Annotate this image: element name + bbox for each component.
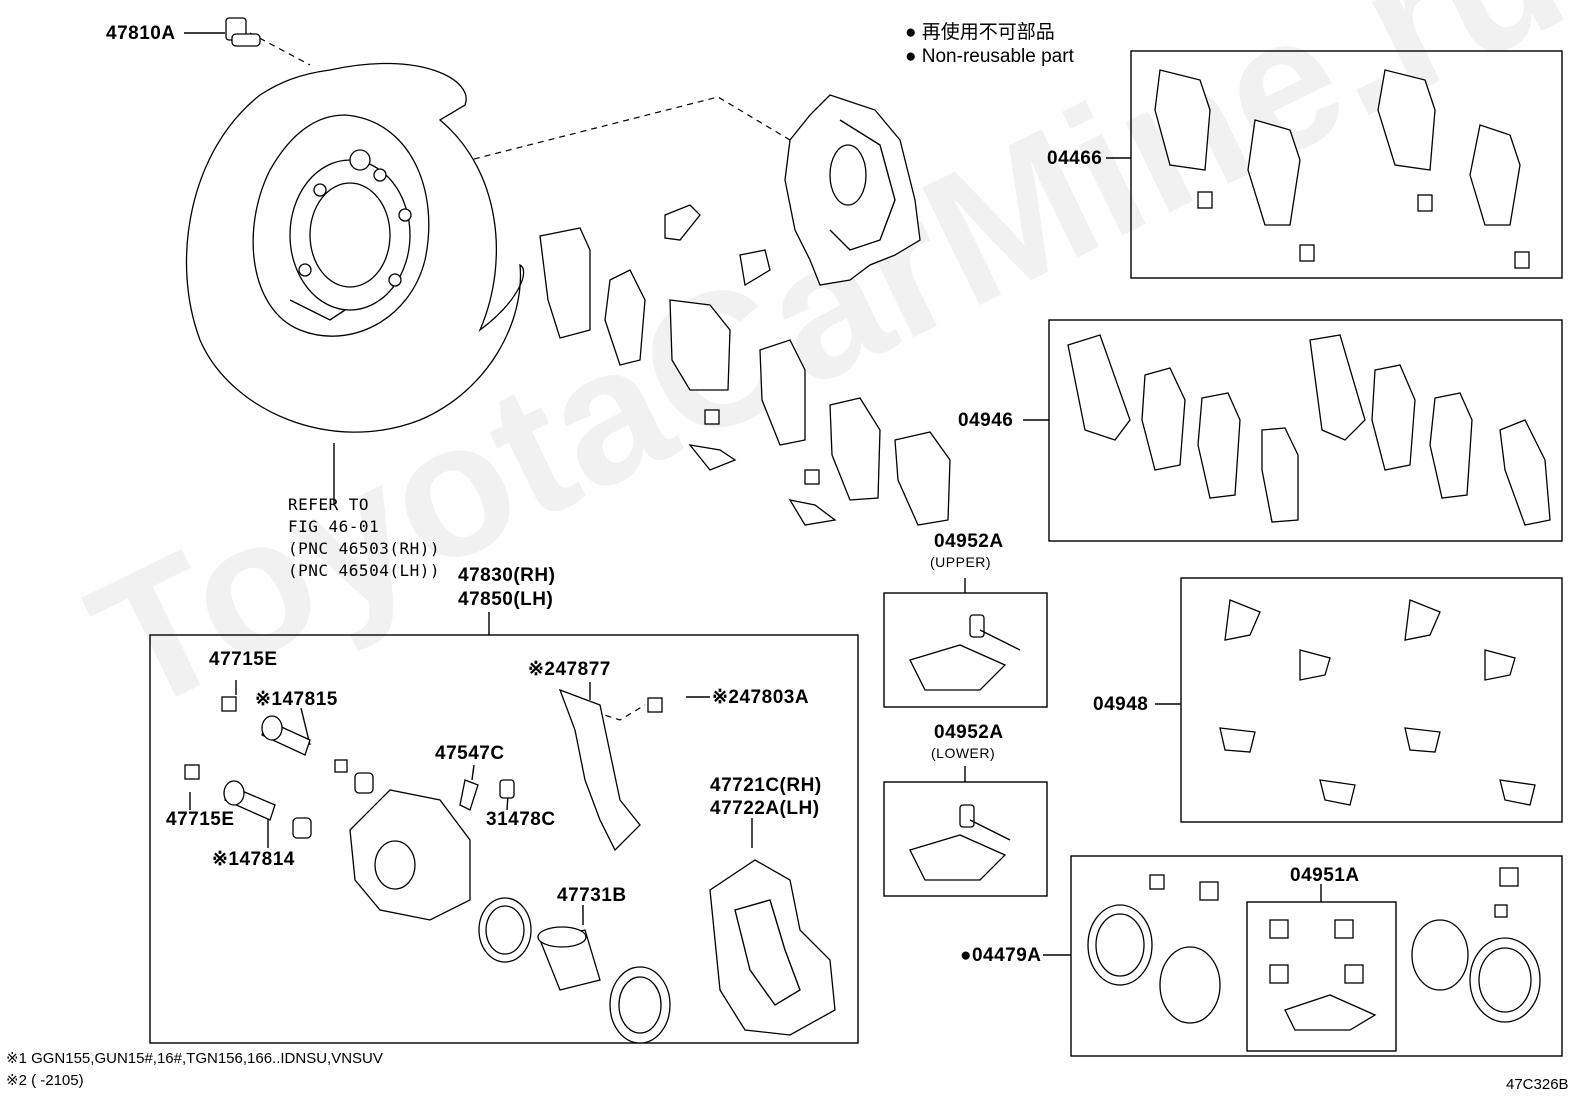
kit-04952a-upper-drawing — [909, 614, 1021, 691]
label-04466[interactable]: 04466 — [1047, 148, 1103, 169]
label-upper: (UPPER) — [930, 554, 992, 570]
label-47547c[interactable]: 47547C — [435, 743, 505, 764]
label-47815[interactable]: ※147815 — [255, 689, 338, 710]
box-04466 — [1130, 50, 1563, 279]
seal-kit-drawing — [1087, 867, 1541, 1031]
legend-jp: ● 再使用不可部品 — [905, 23, 1055, 42]
legend-bullet: ● — [905, 22, 917, 43]
refer-line-3: (PNC 46503(RH)) — [288, 539, 440, 558]
label-47810a[interactable]: 47810A — [106, 23, 176, 44]
label-04946[interactable]: 04946 — [958, 410, 1014, 431]
label-47715e-bottom[interactable]: 47715E — [166, 809, 235, 830]
pads-main-drawing — [539, 204, 951, 526]
refer-line-2: FIG 46-01 — [288, 517, 380, 536]
label-04952a-upper[interactable]: 04952A — [934, 531, 1004, 552]
label-47721c-rh[interactable]: 47721C(RH) — [710, 775, 822, 796]
pads-04466-drawing — [1154, 69, 1530, 269]
footnote-2: ※2 ( -2105) — [6, 1072, 84, 1089]
footnote-1: ※1 GGN155,GUN15#,16#,TGN156,166..IDNSU,V… — [6, 1050, 383, 1067]
label-47850-lh[interactable]: 47850(LH) — [458, 589, 554, 610]
legend-bullet: ● — [905, 46, 917, 67]
box-04479a — [1070, 855, 1563, 1057]
legend-jp-text: 再使用不可部品 — [921, 22, 1055, 43]
caliper-assy-drawing — [184, 688, 836, 1044]
label-47814[interactable]: ※147814 — [212, 849, 295, 870]
box-caliper-assy — [149, 634, 859, 1044]
label-47722a-lh[interactable]: 47722A(LH) — [710, 798, 820, 819]
box-04946 — [1048, 319, 1563, 542]
label-04948[interactable]: 04948 — [1093, 694, 1149, 715]
caliper-upper-drawing — [784, 94, 921, 286]
label-04479a[interactable]: ●04479A — [960, 945, 1042, 966]
label-47803a[interactable]: ※247803A — [712, 687, 810, 708]
bolt-47810a-drawing — [225, 17, 261, 47]
label-lower: (LOWER) — [931, 745, 996, 761]
label-47877[interactable]: ※247877 — [528, 659, 611, 680]
label-04952a-lower[interactable]: 04952A — [934, 722, 1004, 743]
legend-en: ● Non-reusable part — [905, 47, 1074, 66]
refer-line-1: REFER TO — [288, 495, 370, 514]
figure-code: 47C326B — [1506, 1076, 1569, 1093]
label-31478c[interactable]: 31478C — [486, 809, 556, 830]
box-04948 — [1180, 577, 1563, 823]
kit-04952a-lower-drawing — [909, 804, 1011, 881]
refer-line-4: (PNC 46504(LH)) — [288, 561, 440, 580]
clips-04948-drawing — [1219, 599, 1536, 806]
shims-04946-drawing — [1067, 334, 1551, 526]
label-47830-rh[interactable]: 47830(RH) — [458, 565, 556, 586]
label-47731b[interactable]: 47731B — [557, 885, 627, 906]
legend-en-text: Non-reusable part — [921, 46, 1074, 67]
label-47715e-top[interactable]: 47715E — [209, 649, 278, 670]
label-04951a[interactable]: 04951A — [1290, 865, 1360, 886]
dust-cover-drawing — [185, 62, 525, 433]
